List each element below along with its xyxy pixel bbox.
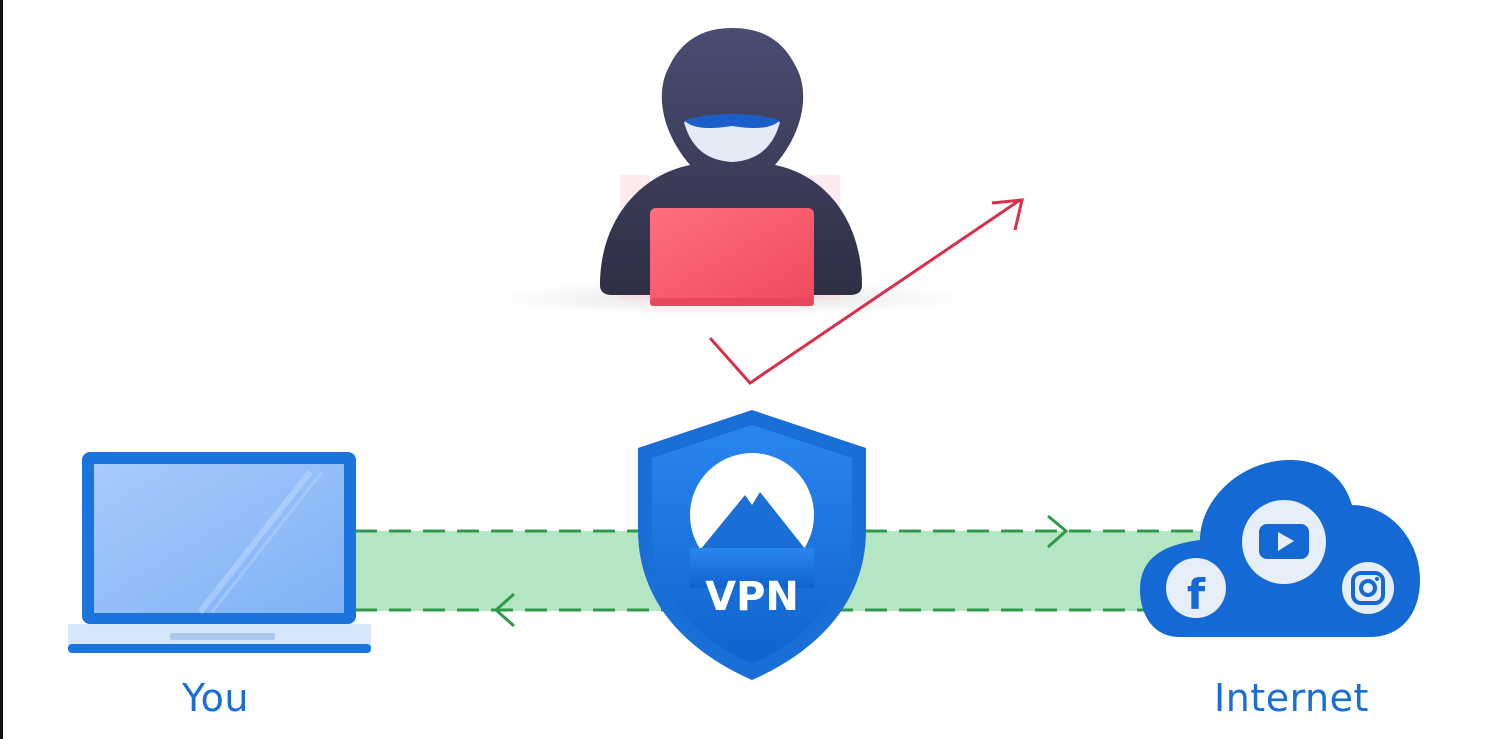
svg-text:f: f — [1187, 570, 1206, 619]
you-label: You — [182, 676, 249, 720]
arrow-right-icon — [1047, 514, 1069, 549]
vpn-label: VPN — [705, 574, 799, 620]
facebook-icon: f — [1166, 558, 1226, 619]
laptop-icon — [68, 452, 371, 653]
vpn-shield-icon — [638, 410, 866, 680]
frame-border — [0, 0, 3, 739]
hooded-hacker-icon — [490, 28, 970, 316]
deflected-attack-arrow — [708, 198, 1024, 385]
arrow-left-icon — [493, 592, 515, 628]
cloud-icon: f — [1140, 460, 1420, 637]
youtube-icon — [1242, 500, 1326, 584]
internet-label: Internet — [1214, 676, 1369, 720]
instagram-icon — [1342, 562, 1394, 614]
